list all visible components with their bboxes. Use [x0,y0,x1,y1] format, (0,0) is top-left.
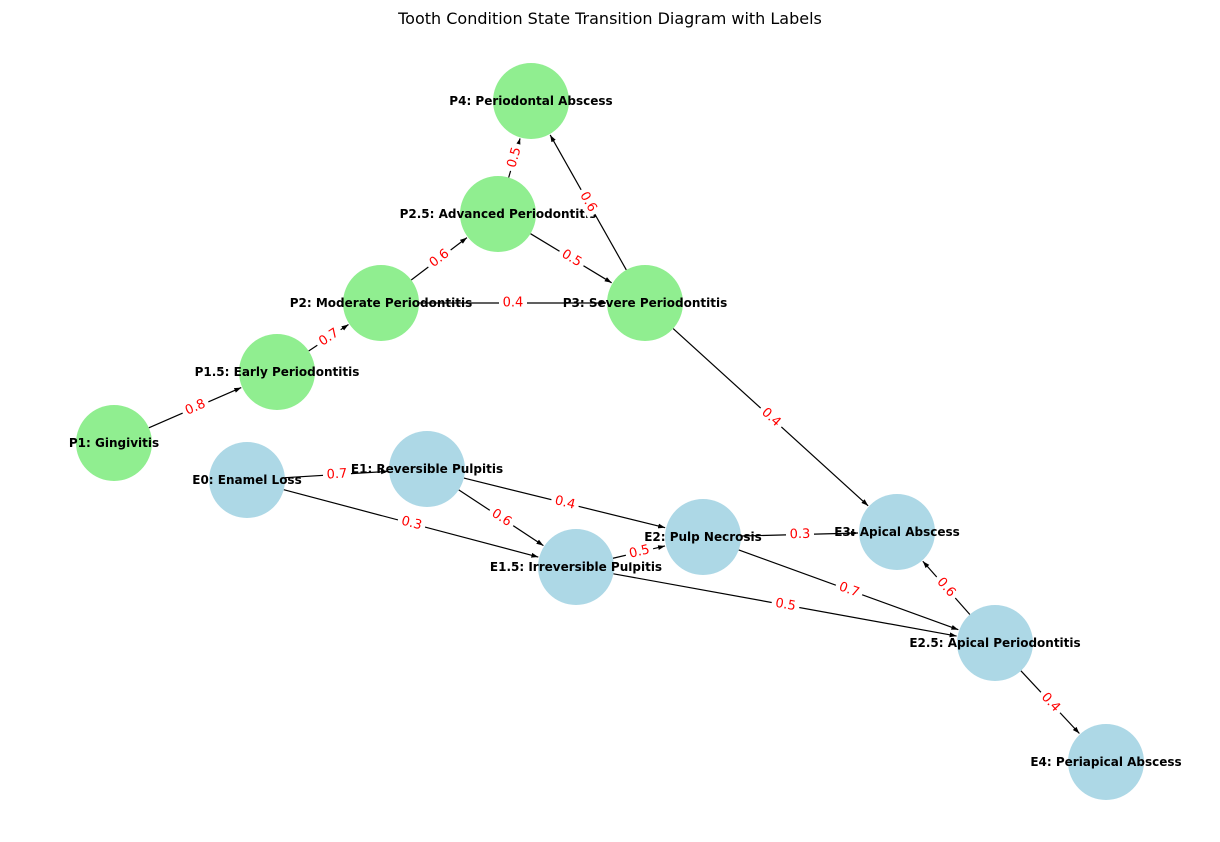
edge-label-background [833,577,865,603]
edge-e0-to-e1-5-label-group: 0.3 [395,512,428,535]
edge-e1-5-to-e2-label-group: 0.5 [624,540,655,564]
edge-label-background [785,526,815,543]
node-p2[interactable] [343,265,419,341]
edge-p2-to-p3-label-group: 0.4 [499,295,527,311]
edge-label-background [930,571,962,604]
node-label-e1: E1: Reversible Pulpitis [351,462,503,476]
node-label-e3: E3: Apical Abscess [834,525,960,539]
node-p3[interactable] [607,265,683,341]
node-label-p1-5: P1.5: Early Periodontitis [195,365,360,379]
node-e2[interactable] [665,499,741,575]
node-label-e0: E0: Enamel Loss [192,473,301,487]
node-label-p3: P3: Severe Periodontitis [563,296,728,310]
edge-label-background [395,512,428,535]
node-p1[interactable] [76,405,152,481]
edge-label: 0.3 [789,527,810,543]
edge-label-background [499,295,527,311]
node-e1-5[interactable] [538,529,614,605]
node-label-e2-5: E2.5: Apical Periodontitis [909,636,1080,650]
edge-label: 0.5 [504,145,524,169]
edge-label: 0.5 [628,542,652,561]
node-labels-layer: P1: Gingivitis P1.5: Early Periodontitis P… [69,94,1182,769]
nodes-layer [76,63,1144,800]
node-label-p2: P2: Moderate Periodontitis [290,296,473,310]
edge-e2-to-e3-label-group: 0.3 [785,526,815,543]
edge-label-background [1035,686,1066,719]
node-e4[interactable] [1068,724,1144,800]
edge-e1-5-to-e2-5-label-group: 0.5 [770,594,801,616]
node-label-e4: E4: Periapical Abscess [1030,755,1181,769]
node-label-p4: P4: Periodontal Abscess [449,94,612,108]
edge-label-background [423,243,456,274]
edge-p1-to-p1-5-label-group: 0.8 [179,394,212,421]
edge-label-background [555,244,588,273]
node-e3[interactable] [859,494,935,570]
edge-label-background [322,465,352,484]
node-label-p1: P1: Gingivitis [69,436,159,450]
edge-label-background [312,323,346,352]
edge-label: 0.4 [503,296,524,311]
node-p1-5[interactable] [239,334,315,410]
node-e0[interactable] [209,442,285,518]
edge-p2-5-to-p3-label-group: 0.5 [555,244,588,273]
edge-label-background [502,141,527,174]
edge-label-background [755,402,787,433]
diagram-title: Tooth Condition State Transition Diagram… [397,9,822,28]
node-label-e1-5: E1.5: Irreversible Pulpitis [490,560,662,574]
edge-e2-5-to-e3-label-group: 0.6 [930,571,962,604]
edge-label: 0.4 [553,493,577,513]
edge-label-background [549,491,581,515]
edge-e0-to-e1-label-group: 0.7 [322,465,352,484]
edge-label-background [624,540,655,564]
node-p4[interactable] [493,63,569,139]
edge-label: 0.7 [837,579,862,600]
edge-label: 0.7 [326,466,348,482]
edge-e2-to-e2-5-label-group: 0.7 [833,577,865,603]
node-e2-5[interactable] [957,605,1033,681]
edge-e1-to-e2-label-group: 0.4 [549,491,581,515]
edge-label-background [574,185,602,219]
edge-p2-5-to-p4-label-group: 0.5 [502,141,527,174]
edge-label: 0.5 [774,596,797,614]
edge-p2-to-p2-5-label-group: 0.6 [423,243,456,274]
edge-label-background [485,503,518,533]
node-label-p2-5: P2.5: Advanced Periodontitis [400,207,597,221]
edge-label-background [770,594,801,616]
edge-p1-5-to-p2-label-group: 0.7 [312,323,346,352]
edge-label-background [179,394,212,421]
node-label-e2: E2: Pulp Necrosis [644,530,762,544]
node-e1[interactable] [389,431,465,507]
edge-e1-to-e1-5-label-group: 0.6 [485,503,518,533]
edge-label: 0.3 [400,514,424,534]
node-p2-5[interactable] [460,176,536,252]
